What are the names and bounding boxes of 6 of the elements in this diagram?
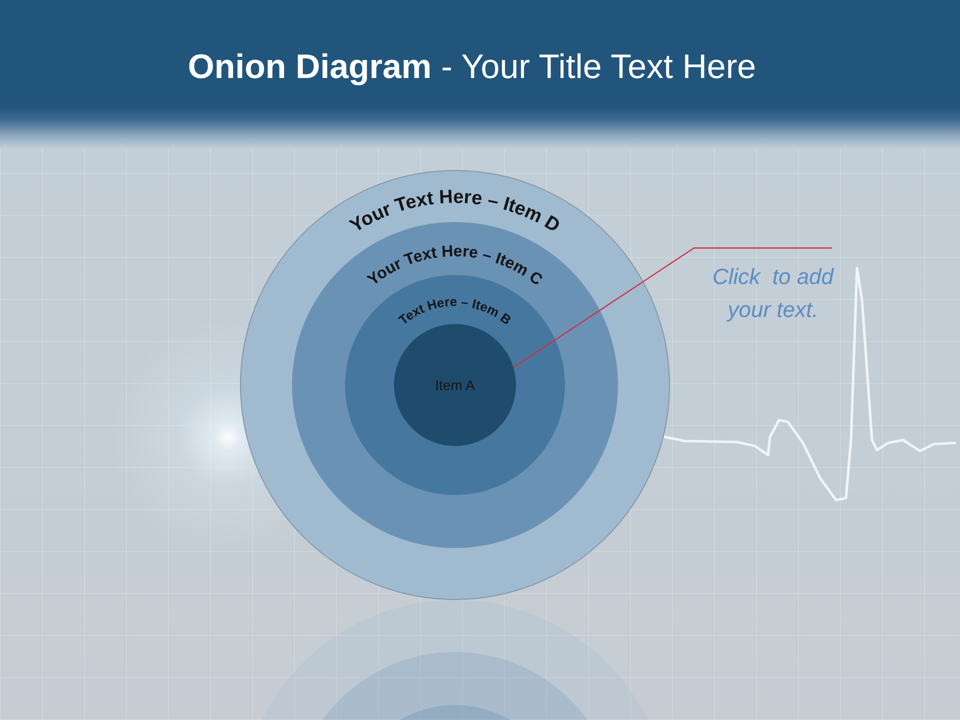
slide-title: Onion Diagram - Your Title Text Here	[188, 47, 756, 88]
leader-line	[513, 247, 832, 368]
ring-label: Your Text Here – Item D	[346, 186, 564, 237]
item-label: Item A	[435, 376, 475, 394]
ring-label: Text Here – Item B	[396, 294, 514, 328]
callout-text: Click to add your text.	[694, 248, 852, 326]
